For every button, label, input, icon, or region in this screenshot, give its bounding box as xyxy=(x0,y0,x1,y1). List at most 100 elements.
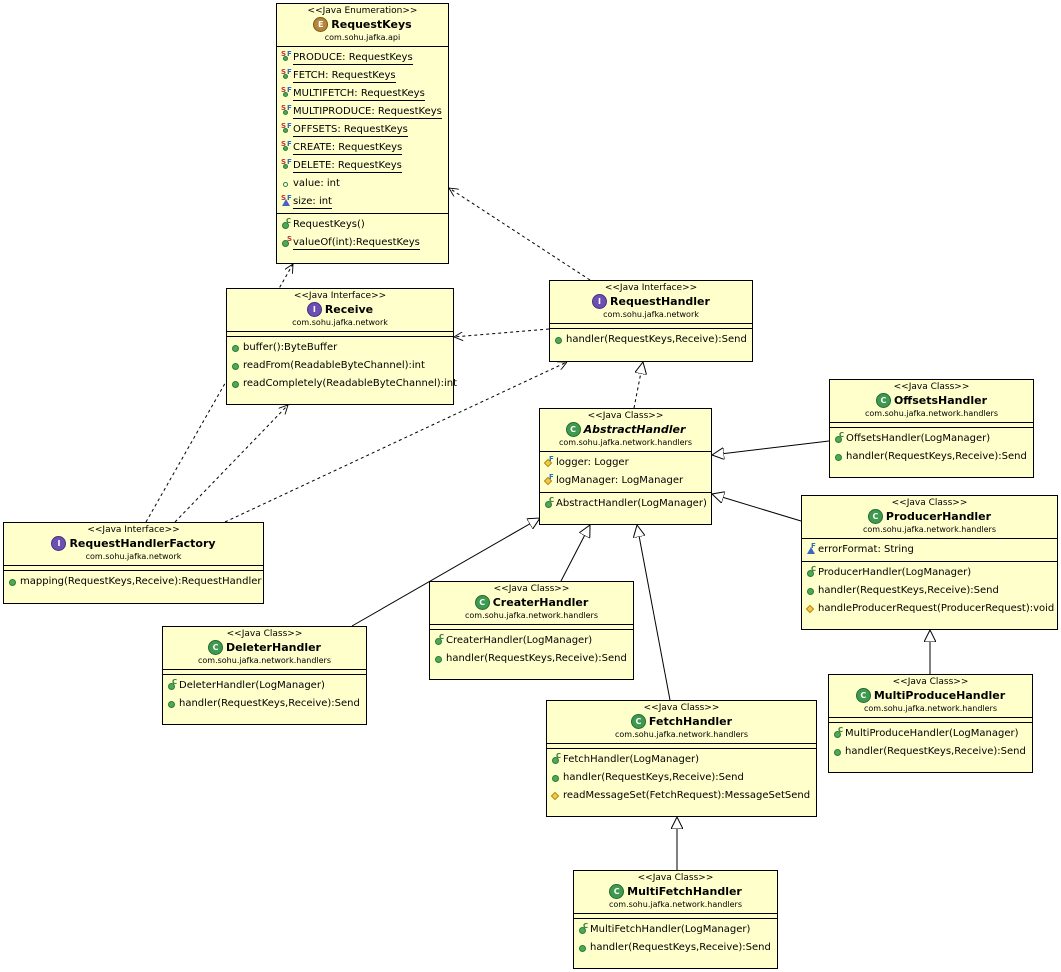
method-row: readMessageSet(FetchRequest):MessageSetS… xyxy=(547,787,816,805)
gen-producer-abstract xyxy=(712,494,802,522)
real-abstracthandler-requesthandler xyxy=(633,362,643,409)
methods-section: mapping(RequestKeys,Receive):RequestHand… xyxy=(4,570,263,593)
method-row: handler(RequestKeys,Receive):Send xyxy=(547,769,816,787)
package-name: com.sohu.jafka.network.handlers xyxy=(614,730,748,739)
dep-requesthandler-receive xyxy=(454,328,550,337)
gen-offsets-abstract xyxy=(712,440,830,455)
method-icon xyxy=(231,378,241,390)
protected-method-icon xyxy=(805,603,816,615)
fields-section xyxy=(227,331,453,336)
fields-section xyxy=(550,323,752,328)
class-icon: C xyxy=(867,509,883,524)
fields-section xyxy=(163,669,366,674)
method-row: readFrom(ReadableByteChannel):int xyxy=(227,357,453,375)
fields-section xyxy=(430,624,633,629)
stereotype: <<Java Class>> xyxy=(226,629,303,639)
fields-section xyxy=(4,565,263,570)
constructor-icon: C xyxy=(544,496,554,510)
method-row: handler(RequestKeys,Receive):Send xyxy=(163,695,366,713)
method-row: handleProducerRequest(ProducerRequest):v… xyxy=(802,600,1057,618)
method-icon xyxy=(8,576,18,588)
class-name: AbstractHandler xyxy=(583,422,686,436)
method-row: mapping(RequestKeys,Receive):RequestHand… xyxy=(4,573,263,591)
protected-method-icon xyxy=(550,790,561,802)
class-icon: C xyxy=(609,884,625,899)
constructor-icon: C xyxy=(833,726,843,740)
stereotype: <<Java Class>> xyxy=(892,677,969,687)
class-name: RequestHandler xyxy=(610,294,710,308)
class-icon: C xyxy=(474,595,490,610)
constructor-icon: C xyxy=(806,565,816,579)
class-name: OffsetsHandler xyxy=(893,393,988,407)
constructor-icon: C xyxy=(834,431,844,445)
class-icon: C xyxy=(875,393,891,408)
method-icon xyxy=(806,585,816,597)
class-name: ProducerHandler xyxy=(885,509,992,523)
method-icon xyxy=(231,342,241,354)
field-icon xyxy=(281,178,291,190)
class-name: FetchHandler xyxy=(648,714,733,728)
final-protected-field-icon: F xyxy=(543,473,554,487)
class-name: MultiProduceHandler xyxy=(873,688,1006,702)
stereotype: <<Java Class>> xyxy=(891,498,968,508)
fields-section xyxy=(829,717,1032,722)
class-name: MultiFetchHandler xyxy=(627,884,742,898)
package-name: com.sohu.jafka.network xyxy=(603,310,699,319)
class-icon: C xyxy=(855,688,871,703)
method-row: readCompletely(ReadableByteChannel):int xyxy=(227,375,457,393)
package-name: com.sohu.jafka.network.handlers xyxy=(864,409,998,418)
class-icon: C xyxy=(630,714,646,729)
method-icon xyxy=(833,746,843,758)
method-row: handler(RequestKeys,Receive):Send xyxy=(430,650,633,668)
dep-requesthandler-requestkeys xyxy=(449,188,591,281)
field-row: value: int xyxy=(277,175,448,193)
method-icon xyxy=(167,698,177,710)
constructor-icon: C xyxy=(281,217,291,231)
